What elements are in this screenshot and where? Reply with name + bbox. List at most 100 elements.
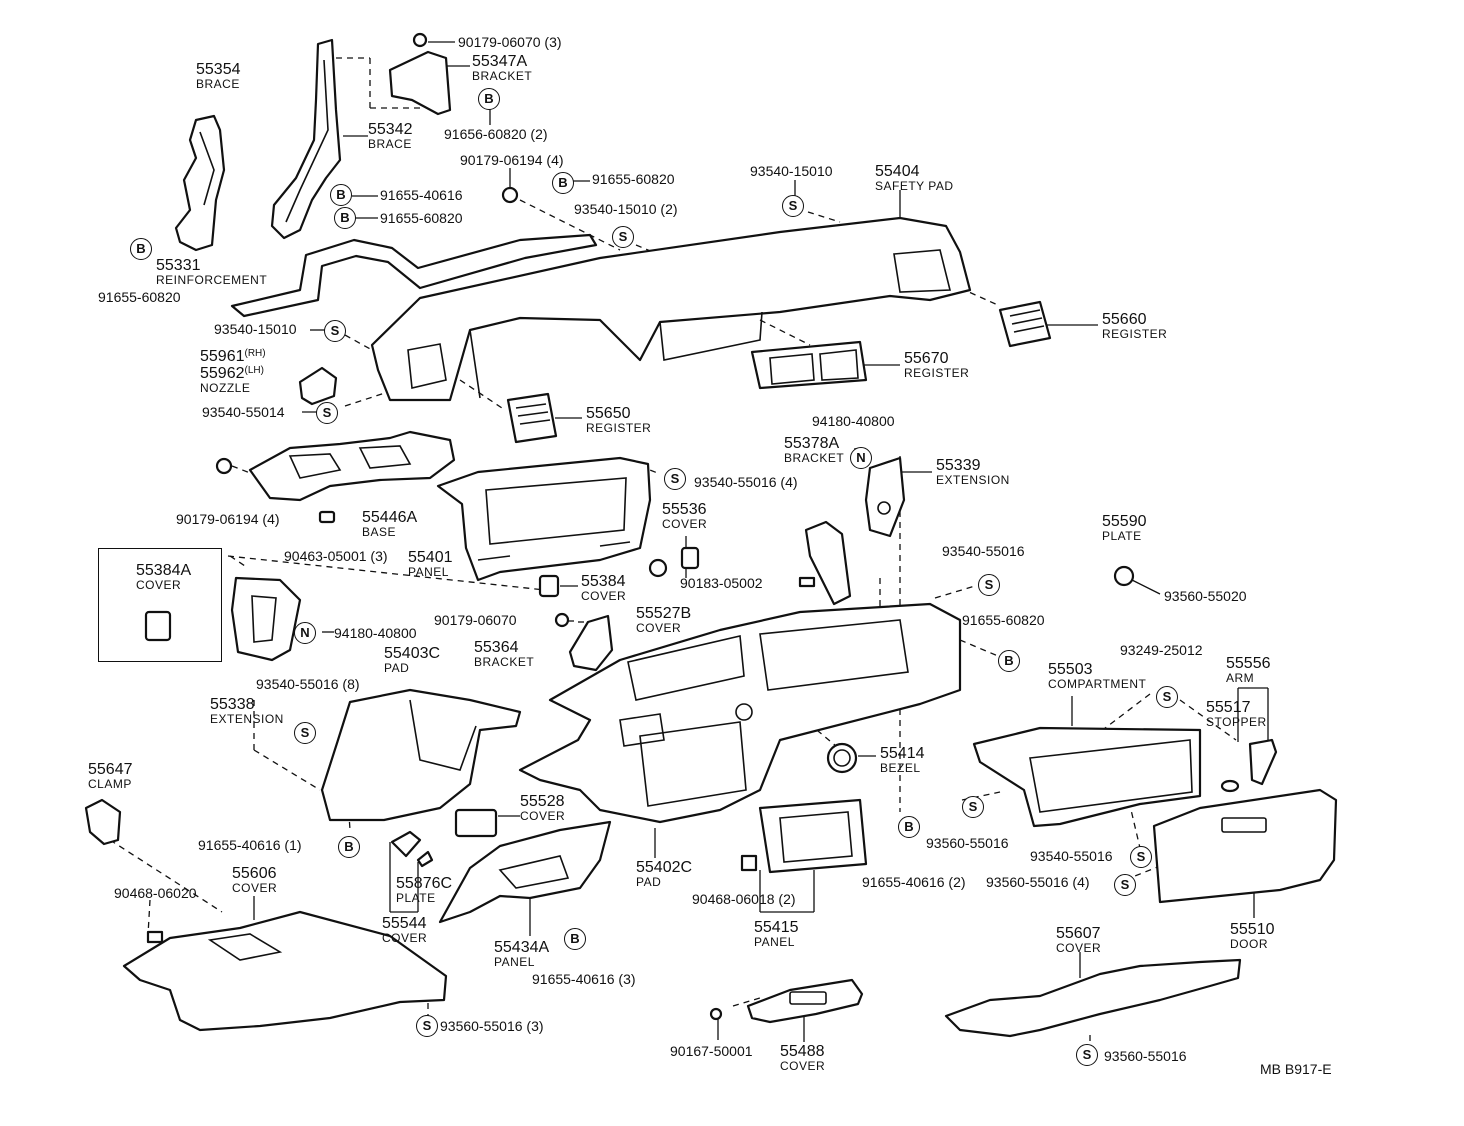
reinforcement-55331 (230, 233, 598, 318)
screw-symbol-icon: S (1130, 846, 1152, 868)
safety-pad-55404 (370, 216, 972, 402)
door-55510 (1152, 788, 1338, 904)
screw-symbol-icon: S (612, 226, 634, 248)
fastener-label: 91655-40616 (3) (532, 971, 636, 987)
pad-55402C (518, 602, 962, 824)
fastener-label: 93560-55016 (4) (986, 874, 1090, 890)
screw-symbol-icon: S (664, 468, 686, 490)
cover-55607 (944, 958, 1242, 1038)
fastener-label: 90463-05001 (3) (284, 548, 388, 564)
screw-symbol-icon: S (316, 402, 338, 424)
fastener-label: 93540-55016 (4) (694, 474, 798, 490)
cover-55527B (648, 558, 668, 578)
bolt-symbol-icon: B (478, 88, 500, 110)
bracket-55347A (388, 50, 452, 116)
fastener-label: 93560-55016 (3) (440, 1018, 544, 1034)
screw-symbol-icon: S (962, 796, 984, 818)
register-55650 (506, 392, 558, 444)
brace-55354 (174, 114, 226, 252)
diagram-reference-code: MB B917-E (1260, 1061, 1332, 1077)
fastener-label: 91655-40616 (1) (198, 837, 302, 853)
bolt-symbol-icon: B (998, 650, 1020, 672)
nozzle-55962 (298, 366, 338, 406)
cover-55384 (538, 574, 560, 598)
screw-symbol-icon: S (294, 722, 316, 744)
fastener-label: 91656-60820 (2) (444, 126, 548, 142)
cover-55384A (144, 610, 172, 642)
fastener-label: 93540-55016 (8) (256, 676, 360, 692)
screw-symbol-icon: S (1076, 1044, 1098, 1066)
fastener-label: 90183-05002 (680, 575, 763, 591)
extension-55339 (864, 456, 906, 538)
cover-55606 (122, 910, 448, 1032)
inset-detail-box (98, 548, 222, 662)
fastener-label: 90179-06194 (4) (176, 511, 280, 527)
fastener-label: 90179-06194 (4) (460, 152, 564, 168)
fastener-label: 90468-06020 (114, 885, 197, 901)
base-55446A (248, 430, 456, 502)
cover-55488 (746, 978, 864, 1024)
bolt-symbol-icon: B (338, 836, 360, 858)
fastener-label: 93540-15010 (214, 321, 297, 337)
fastener-label: 93560-55020 (1164, 588, 1247, 604)
fastener-label: 91655-60820 (380, 210, 463, 226)
leader-lines (109, 41, 1269, 1052)
bolt-symbol-icon: B (130, 238, 152, 260)
screw-symbol-icon: S (1114, 874, 1136, 896)
nut-symbol-icon: N (850, 447, 872, 469)
fastener-label: 93540-15010 (2) (574, 201, 678, 217)
screw-symbol-icon: S (782, 195, 804, 217)
fastener-label: 91655-40616 (380, 187, 463, 203)
bolt-symbol-icon: B (564, 928, 586, 950)
clamp-55647 (84, 798, 122, 846)
fastener-label: 91655-60820 (962, 612, 1045, 628)
fastener-label: 91655-60820 (98, 289, 181, 305)
fastener-label: 93560-55016 (926, 835, 1009, 851)
bracket-55364 (568, 614, 614, 672)
fastener-label: 91655-60820 (592, 171, 675, 187)
pad-55403C (320, 688, 522, 822)
register-55670 (750, 340, 868, 390)
compartment-55503 (972, 726, 1202, 828)
cover-55544 (390, 830, 422, 858)
bolt-symbol-icon: B (330, 184, 352, 206)
screw-symbol-icon: S (416, 1015, 438, 1037)
fastener-label: 91655-40616 (2) (862, 874, 966, 890)
fastener-label: 93540-55016 (1030, 848, 1113, 864)
register-55660 (998, 300, 1052, 348)
plate-55876C (416, 850, 434, 868)
bezel-55414 (826, 742, 858, 774)
fastener-label: 93540-55014 (202, 404, 285, 420)
bolt-symbol-icon: B (552, 172, 574, 194)
fastener-label: 90167-50001 (670, 1043, 753, 1059)
bracket-55378A (804, 520, 852, 606)
panel-55434A (438, 820, 612, 924)
extension-55338 (230, 576, 302, 662)
part-label-55961: 55961(RH) (200, 348, 266, 365)
plate-55590 (1113, 565, 1135, 587)
